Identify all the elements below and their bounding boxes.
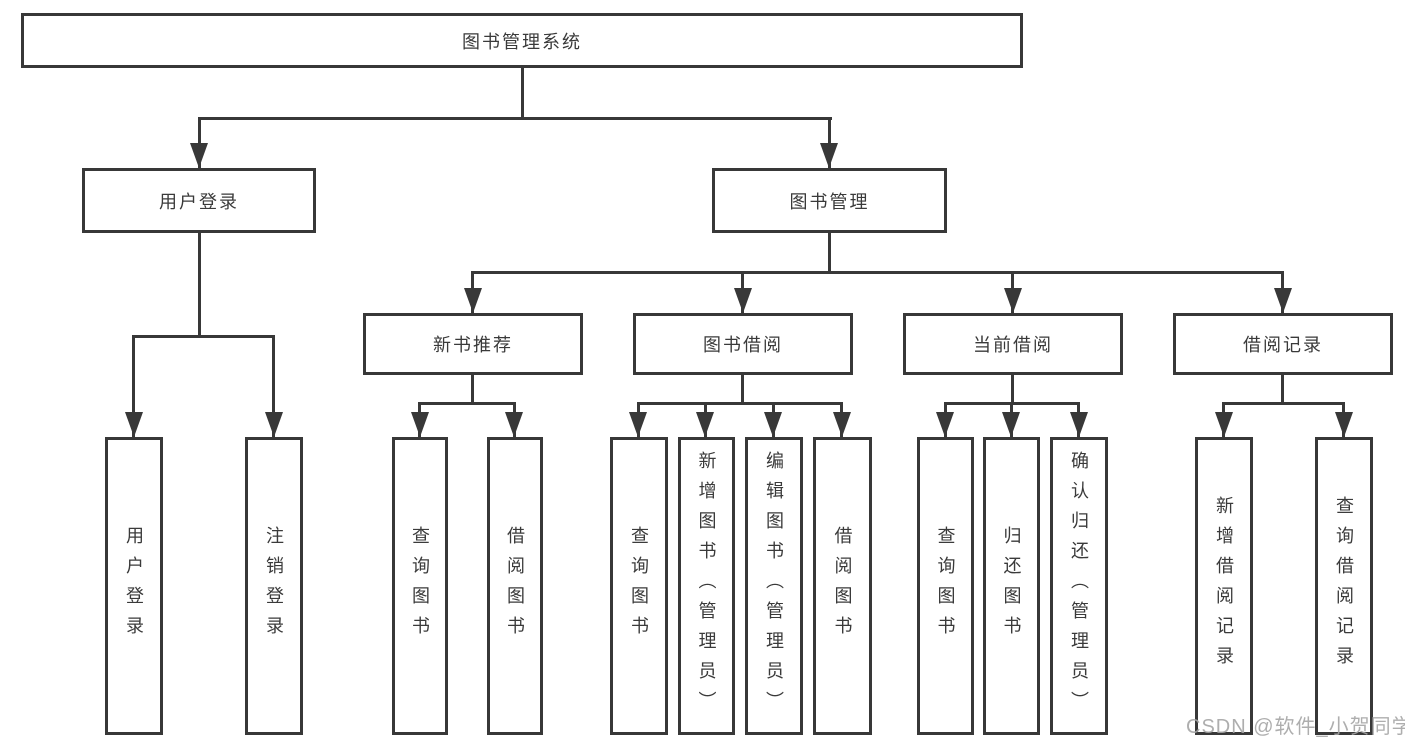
leaf-label: 编辑图书（管理员） <box>764 451 784 721</box>
connector-line <box>637 402 843 405</box>
arrowhead <box>1070 412 1088 437</box>
connector-line <box>828 233 831 274</box>
leaf-label: 查询图书 <box>629 526 649 646</box>
leaf-borrow-books-recommend: 借阅图书 <box>487 437 543 735</box>
connector-line <box>418 402 516 405</box>
leaf-label: 查询借阅记录 <box>1334 496 1354 676</box>
node-borrow-records: 借阅记录 <box>1173 313 1393 375</box>
arrowhead <box>505 412 523 437</box>
connector-line <box>828 117 831 168</box>
leaf-confirm-return-admin: 确认归还（管理员） <box>1050 437 1108 735</box>
leaf-query-books-borrow: 查询图书 <box>610 437 668 735</box>
leaf-query-books-recommend: 查询图书 <box>392 437 448 735</box>
node-current-borrow: 当前借阅 <box>903 313 1123 375</box>
arrowhead <box>1002 412 1020 437</box>
leaf-label: 用户登录 <box>124 526 144 646</box>
node-user-login: 用户登录 <box>82 168 316 233</box>
arrowhead <box>820 143 838 168</box>
connector-line <box>521 68 524 120</box>
node-label: 图书借阅 <box>703 335 783 355</box>
leaf-edit-book-admin: 编辑图书（管理员） <box>745 437 803 735</box>
connector-line <box>272 335 275 437</box>
arrowhead <box>411 412 429 437</box>
arrowhead <box>696 412 714 437</box>
connector-line <box>471 271 1284 274</box>
leaf-borrow-books-2: 借阅图书 <box>813 437 872 735</box>
leaf-label: 新增图书（管理员） <box>696 451 717 721</box>
arrowhead <box>734 288 752 313</box>
connector-line <box>198 117 201 168</box>
leaf-query-books-current: 查询图书 <box>917 437 974 735</box>
leaf-return-book: 归还图书 <box>983 437 1040 735</box>
leaf-add-book-admin: 新增图书（管理员） <box>678 437 735 735</box>
arrowhead <box>464 288 482 313</box>
arrowhead <box>1004 288 1022 313</box>
leaf-add-borrow-record: 新增借阅记录 <box>1195 437 1253 735</box>
leaf-label: 借阅图书 <box>832 526 853 646</box>
leaf-label: 确认归还（管理员） <box>1069 451 1089 721</box>
connector-line <box>1281 375 1284 405</box>
arrowhead <box>1274 288 1292 313</box>
node-book-borrow: 图书借阅 <box>633 313 853 375</box>
node-book-management: 图书管理 <box>712 168 947 233</box>
connector-line <box>1011 375 1014 405</box>
connector-line <box>471 375 474 405</box>
node-label: 新书推荐 <box>433 335 513 355</box>
arrowhead <box>265 412 283 437</box>
leaf-query-borrow-record: 查询借阅记录 <box>1315 437 1373 735</box>
arrowhead <box>1335 412 1353 437</box>
arrowhead <box>190 143 208 168</box>
arrowhead <box>629 412 647 437</box>
leaf-label: 归还图书 <box>1001 526 1022 646</box>
arrowhead <box>125 412 143 437</box>
arrowhead <box>764 412 782 437</box>
node-new-book-recommend: 新书推荐 <box>363 313 583 375</box>
connector-line <box>741 375 744 405</box>
node-label: 用户登录 <box>159 191 239 212</box>
connector-line <box>132 335 274 338</box>
node-root-system: 图书管理系统 <box>21 13 1023 68</box>
leaf-user-login: 用户登录 <box>105 437 163 735</box>
connector-line <box>1222 402 1345 405</box>
leaf-logout: 注销登录 <box>245 437 303 735</box>
node-label: 借阅记录 <box>1243 335 1323 355</box>
connector-line <box>198 117 832 120</box>
leaf-label: 查询图书 <box>935 526 956 646</box>
node-label: 图书管理系统 <box>462 31 582 52</box>
csdn-watermark: CSDN @软件_小贺同学 <box>1186 716 1405 738</box>
node-label: 当前借阅 <box>973 335 1053 355</box>
connector-line <box>198 233 201 337</box>
leaf-label: 新增借阅记录 <box>1214 496 1234 676</box>
leaf-label: 借阅图书 <box>505 526 525 646</box>
node-label: 图书管理 <box>789 191 870 212</box>
arrowhead <box>936 412 954 437</box>
leaf-label: 注销登录 <box>264 526 284 646</box>
leaf-label: 查询图书 <box>410 526 430 646</box>
arrowhead <box>1215 412 1233 437</box>
arrowhead <box>833 412 851 437</box>
connector-line <box>132 335 135 437</box>
